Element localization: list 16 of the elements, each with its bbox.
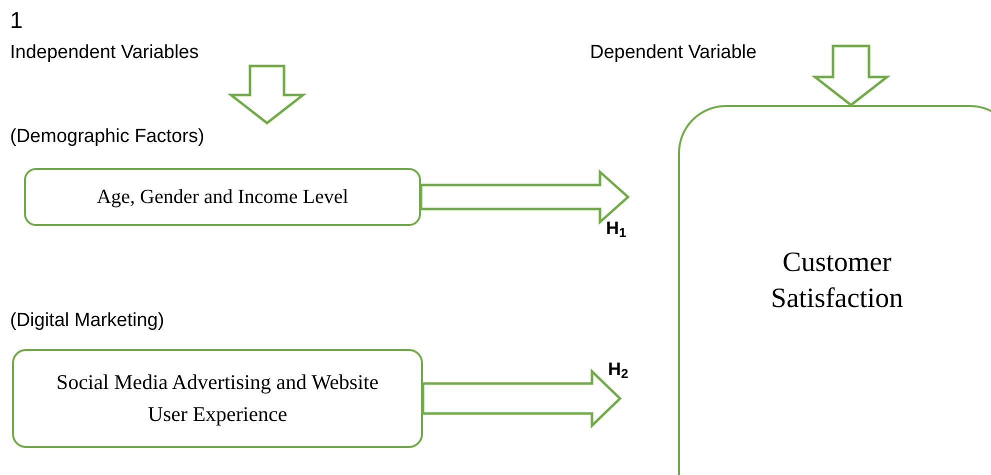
block-arrow [422, 368, 622, 428]
node-text: Social Media Advertising and Website User Experience [55, 369, 380, 428]
process-box [678, 105, 991, 475]
block-arrow [420, 169, 630, 225]
edge-label: H$_{1}$ [606, 219, 626, 239]
process-box [12, 349, 423, 448]
figure-number: 1 [10, 7, 23, 34]
section-heading: Dependent Variable [590, 42, 757, 64]
process-box [24, 168, 421, 226]
edge-label: H$_{2}$ [608, 360, 628, 380]
section-heading: (Digital Marketing) [10, 310, 164, 332]
block-arrow [811, 44, 891, 107]
section-heading: Independent Variables [10, 42, 199, 64]
node-text: Age, Gender and Income Level [96, 185, 348, 209]
section-heading: (Demographic Factors) [10, 126, 204, 148]
node-text: Customer Satisfaction [770, 246, 904, 316]
